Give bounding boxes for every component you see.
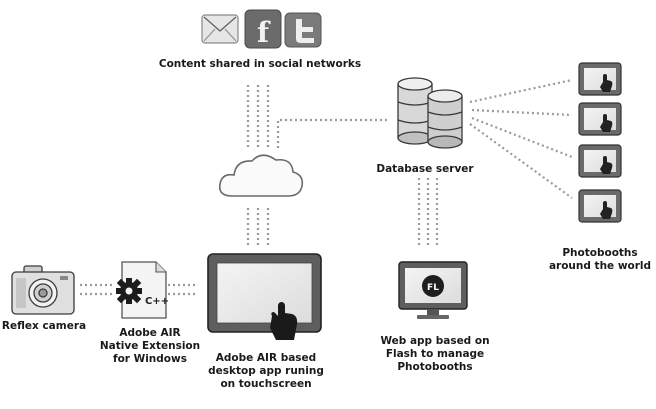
hand-pointer-icon: [270, 302, 298, 340]
twitter-icon: [284, 12, 322, 48]
gear-icon: [116, 278, 142, 304]
database-server-label: Database server: [376, 163, 474, 175]
database-server-icon: [397, 77, 463, 149]
web-app-label: Web app based on Flash to manage Photobo…: [380, 335, 490, 373]
photobooth-1-icon: [578, 62, 622, 96]
flash-glyph: FL: [427, 283, 439, 293]
photobooth-4-icon: [578, 189, 622, 223]
connector-database-booth-1: [469, 78, 573, 104]
facebook-glyph: f: [257, 16, 271, 49]
mail-icon: [201, 14, 239, 44]
web-app-monitor-icon: FL: [398, 261, 468, 319]
facebook-icon: f: [244, 9, 282, 49]
desktop-app-label: Adobe AIR based desktop app runing on to…: [208, 352, 324, 390]
reflex-camera-label: Reflex camera: [1, 320, 87, 332]
native-extension-label: Adobe AIR Native Extension for Windows: [99, 327, 201, 365]
connector-cloud-database: [276, 118, 390, 148]
photobooth-2-icon: [578, 102, 622, 136]
touchscreen-monitor-icon: [207, 253, 322, 340]
social-networks-label: Content shared in social networks: [158, 58, 362, 70]
connector-database-booth-4: [469, 123, 573, 199]
reflex-camera-icon: [11, 265, 75, 315]
cloud-icon: [218, 154, 304, 197]
cpp-glyph: C++: [145, 296, 169, 307]
connector-database-booth-2: [471, 108, 573, 117]
flash-icon: FL: [422, 275, 444, 297]
photobooths-label: Photobooths around the world: [548, 247, 652, 272]
native-extension-icon: C++: [116, 261, 169, 319]
photobooth-3-icon: [578, 144, 622, 178]
connectors: [80, 78, 573, 296]
